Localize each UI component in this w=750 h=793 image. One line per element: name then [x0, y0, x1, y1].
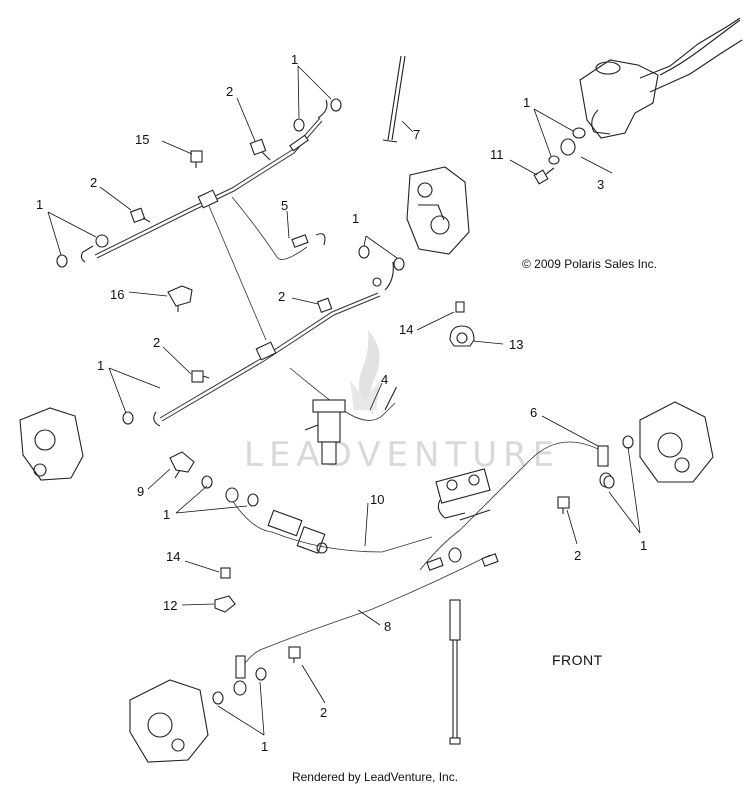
callout-12: 12 [163, 598, 177, 613]
callout-4: 4 [381, 372, 388, 387]
callout-9: 9 [137, 484, 144, 499]
bolt [191, 370, 210, 383]
callout-7: 7 [413, 127, 420, 142]
washer [358, 245, 370, 259]
clip-16 [167, 285, 193, 312]
washer [293, 118, 305, 132]
clamp-12 [214, 595, 236, 613]
bolt [288, 646, 301, 663]
caliper-rear-right [639, 401, 714, 483]
callout-13: 13 [509, 337, 523, 352]
washer [255, 667, 267, 681]
callout-15: 15 [135, 132, 149, 147]
watermark-logo [350, 330, 380, 415]
brake-hose-6 [419, 441, 601, 571]
callout-2: 2 [90, 175, 97, 190]
washer [122, 411, 134, 425]
bolt [557, 496, 570, 514]
brake-line-t-link [208, 205, 267, 341]
master-cylinder [579, 17, 743, 139]
bolt-14-bottom [220, 567, 231, 579]
brake-hose-lower [153, 261, 397, 427]
callout-8: 8 [384, 619, 391, 634]
caliper-front-left [19, 407, 84, 481]
bolt-14-top [455, 301, 465, 313]
callout-2: 2 [226, 84, 233, 99]
banjo-fitting [448, 547, 462, 563]
callout-6: 6 [530, 405, 537, 420]
washer [393, 257, 405, 271]
footer-credit: Rendered by LeadVenture, Inc. [291, 770, 459, 784]
callout-2: 2 [278, 289, 285, 304]
washer [548, 155, 560, 165]
callout-1: 1 [523, 95, 530, 110]
front-label: FRONT [552, 652, 603, 668]
washer [622, 435, 634, 449]
callout-1: 1 [163, 507, 170, 522]
bolt [129, 207, 151, 224]
callout-5: 5 [281, 198, 288, 213]
brake-rod [449, 599, 461, 745]
callout-1: 1 [352, 211, 359, 226]
banjo-fitting [560, 138, 576, 156]
brake-hose-upper [80, 99, 328, 263]
brake-line-7 [382, 55, 406, 143]
callout-10: 10 [370, 492, 384, 507]
callout-2: 2 [574, 548, 581, 563]
hose-fitting [233, 655, 247, 696]
callout-11: 11 [490, 147, 504, 162]
bolt [316, 297, 333, 314]
washer [572, 127, 586, 139]
callout-1: 1 [291, 52, 298, 67]
hose-fitting [426, 553, 499, 571]
caliper-rear-left [129, 679, 209, 763]
rear-master-cylinder [225, 487, 433, 554]
washer [330, 98, 342, 112]
washer [212, 691, 224, 705]
callout-14: 14 [399, 322, 413, 337]
callout-2: 2 [153, 335, 160, 350]
washer [56, 254, 68, 268]
callout-1: 1 [261, 739, 268, 754]
bolt [249, 138, 271, 161]
callouts: 1 2 15 7 1 11 3 2 1 5 1 16 2 14 13 2 1 4… [36, 52, 647, 754]
washer [247, 493, 259, 507]
brake-hose-8 [239, 554, 491, 671]
callout-1: 1 [97, 358, 104, 373]
clamp-13 [449, 325, 475, 347]
washer [603, 475, 615, 489]
proportioning-valve [304, 399, 346, 465]
callout-16: 16 [110, 287, 124, 302]
watermark-text: LEADVENTURE [244, 435, 560, 475]
fitting-9 [169, 451, 195, 479]
callout-2: 2 [320, 705, 327, 720]
callout-1: 1 [640, 538, 647, 553]
callout-3: 3 [597, 177, 604, 192]
bolt [533, 167, 555, 185]
bolt [190, 150, 203, 168]
brake-valve-10 [435, 468, 491, 521]
copyright-notice: © 2009 Polaris Sales Inc. [522, 257, 657, 271]
washer [201, 475, 213, 489]
callout-1: 1 [36, 197, 43, 212]
caliper-front-right [406, 166, 470, 255]
callout-14: 14 [166, 549, 180, 564]
leader-lines [47, 65, 641, 736]
